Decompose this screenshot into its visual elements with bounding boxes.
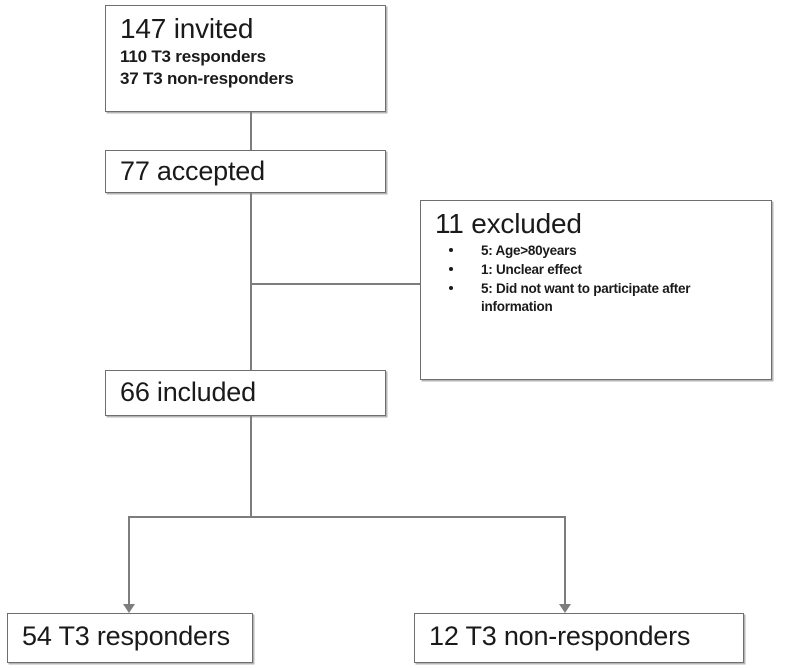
bullet-icon (449, 248, 453, 252)
connector-to-excluded (251, 283, 420, 285)
bullet-icon (449, 286, 453, 290)
node-t3-non-responders-content: 12 T3 non-responders (415, 614, 743, 660)
connector-split-bar (129, 516, 566, 518)
node-t3-responders-title: 54 T3 responders (22, 621, 230, 651)
node-accepted-title: 77 accepted (120, 156, 265, 186)
node-t3-responders: 54 T3 responders (7, 613, 253, 663)
node-t3-responders-content: 54 T3 responders (8, 614, 252, 660)
node-t3-non-responders-title: 12 T3 non-responders (429, 621, 691, 651)
exclusion-reason-item: 1: Unclear effect (441, 261, 759, 279)
exclusion-reason-text: 5: Age>80years (481, 243, 577, 258)
connector-accepted-to-included (250, 193, 252, 370)
node-accepted: 77 accepted (105, 150, 386, 193)
connector-drop-left (128, 516, 130, 606)
node-excluded: 11 excluded 5: Age>80years 1: Unclear ef… (420, 200, 772, 380)
connector-drop-right (564, 516, 566, 606)
exclusion-reason-text: 1: Unclear effect (481, 262, 582, 277)
connector-included-to-split (250, 416, 252, 517)
node-included-content: 66 included (106, 371, 385, 414)
arrow-right-icon (559, 604, 571, 613)
node-invited-line-2: 37 T3 non-responders (120, 69, 294, 88)
node-accepted-content: 77 accepted (106, 151, 385, 192)
node-included-title: 66 included (120, 377, 256, 407)
node-included: 66 included (105, 370, 386, 416)
exclusion-reason-list: 5: Age>80years 1: Unclear effect 5: Did … (435, 242, 759, 316)
node-invited-line-1: 110 T3 responders (120, 47, 266, 66)
exclusion-reason-item: 5: Age>80years (441, 242, 759, 260)
node-t3-non-responders: 12 T3 non-responders (414, 613, 744, 663)
exclusion-reason-item: 5: Did not want to participate after inf… (441, 280, 759, 316)
bullet-icon (449, 267, 453, 271)
node-excluded-title: 11 excluded (435, 208, 582, 239)
node-invited-content: 147 invited 110 T3 responders 37 T3 non-… (106, 6, 385, 94)
node-invited: 147 invited 110 T3 responders 37 T3 non-… (105, 5, 386, 112)
node-excluded-content: 11 excluded 5: Age>80years 1: Unclear ef… (421, 201, 771, 316)
arrow-left-icon (123, 604, 135, 613)
node-invited-title: 147 invited (120, 13, 254, 44)
connector-invited-to-accepted (250, 112, 252, 150)
exclusion-reason-text: 5: Did not want to participate after inf… (481, 281, 691, 314)
